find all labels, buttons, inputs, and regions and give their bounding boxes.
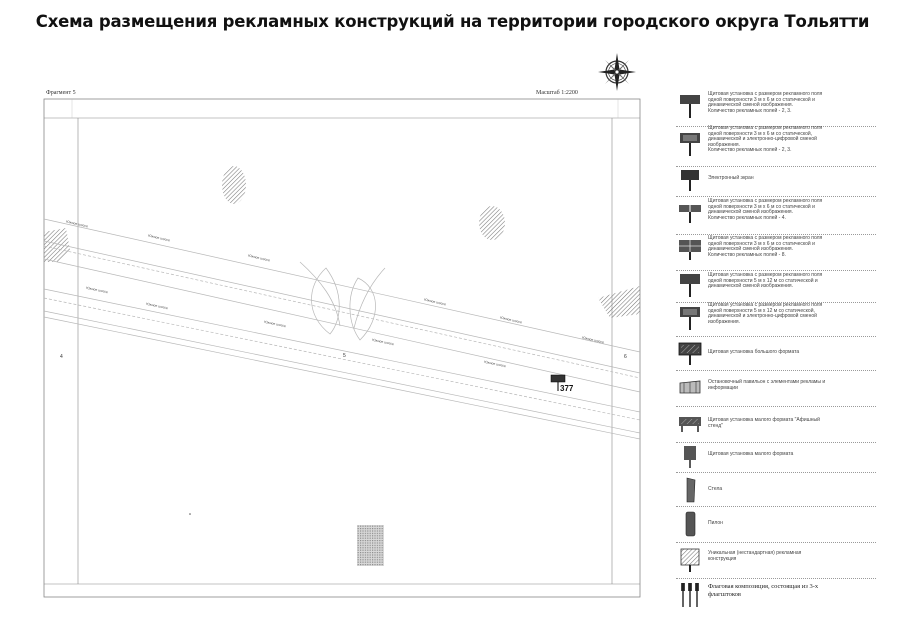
flag-composition-icon	[681, 583, 699, 607]
legend-text: Щитовая установка малого формата "Афишны…	[708, 417, 820, 429]
legend-text: Остановочный павильон с элементами рекла…	[708, 379, 826, 391]
legend-text: Щитовая установка с размером рекламного …	[708, 302, 823, 325]
legend-item: Щитовая установка с размером рекламного …	[676, 302, 876, 337]
map-point	[189, 513, 191, 515]
electronic-screen-icon	[681, 170, 699, 191]
zone-number-left: 4	[60, 354, 63, 360]
legend-item: Щитовая установка с размером рекламного …	[676, 234, 876, 271]
small-format-billboard-icon	[684, 446, 696, 468]
legend-item: Флаговая композиция, состоящая из 3-х фл…	[676, 578, 876, 612]
road-network	[43, 218, 641, 440]
billboard-3x6-four-fields-icon	[679, 205, 701, 223]
unique-construction-icon	[680, 548, 700, 572]
legend-text: Щитовая установка малого формата	[708, 451, 794, 457]
zone-number-center: 5	[343, 353, 346, 359]
compass-rose-icon	[598, 53, 636, 91]
legend-text: Щитовая установка с размером рекламного …	[708, 235, 823, 258]
pylon-icon	[685, 511, 696, 537]
legend-item: Стела	[676, 472, 876, 507]
legend-text: Пилон	[708, 520, 723, 526]
zone-number-right: 6	[624, 354, 627, 360]
legend-item: Щитовая установка большого формата	[676, 336, 876, 371]
legend-text: Щитовая установка с размером рекламного …	[708, 198, 823, 221]
large-format-billboard-icon	[678, 342, 702, 365]
legend-text: Щитовая установка большого формата	[708, 349, 800, 355]
hatched-areas	[44, 166, 640, 566]
advertising-sign-377[interactable]	[550, 374, 566, 391]
billboard-3x6-digital-icon	[680, 133, 700, 156]
legend-item: Пилон	[676, 506, 876, 543]
legend-item: Электронный экран	[676, 166, 876, 197]
legend-text: Уникальная (нестандартная) рекламная кон…	[708, 550, 802, 562]
legend-item: Щитовая установка малого формата	[676, 442, 876, 473]
billboard-5x12-digital-icon	[680, 307, 700, 330]
legend-item: Остановочный павильон с элементами рекла…	[676, 370, 876, 407]
scale-label: Масштаб 1:2200	[536, 90, 578, 96]
legend-text: Стела	[708, 486, 723, 492]
legend-item: Щитовая установка с размером рекламного …	[676, 196, 876, 235]
billboard-5x12-static-icon	[680, 274, 700, 297]
fragment-label: Фрагмент 5	[46, 90, 76, 96]
map-frame	[43, 98, 641, 598]
legend-text: Щитовая установка с размером рекламного …	[708, 272, 823, 290]
legend-item: Щитовая установка малого формата "Афишны…	[676, 406, 876, 443]
stela-icon	[686, 477, 696, 503]
legend-item: Щитовая установка с размером рекламного …	[676, 270, 876, 303]
legend-item: Уникальная (нестандартная) рекламная кон…	[676, 542, 876, 579]
pavilion-icon	[679, 380, 701, 394]
billboard-3x6-eight-fields-icon	[679, 240, 701, 260]
billboard-3x6-static-icon	[680, 95, 700, 118]
legend-text: Флаговая композиция, состоящая из 3-х фл…	[708, 583, 819, 598]
small-format-billboard-city-format-icon	[679, 417, 701, 432]
legend-text: Щитовая установка с размером рекламного …	[708, 125, 823, 154]
legend-item: Щитовая установка с размером рекламного …	[676, 88, 876, 127]
legend-text: Щитовая установка с размером рекламного …	[708, 91, 823, 114]
page-title: Схема размещения рекламных конструкций н…	[35, 12, 870, 31]
legend-item: Щитовая установка с размером рекламного …	[676, 125, 876, 167]
sign-number-label: 377	[560, 384, 574, 393]
legend-text: Электронный экран	[708, 175, 754, 181]
